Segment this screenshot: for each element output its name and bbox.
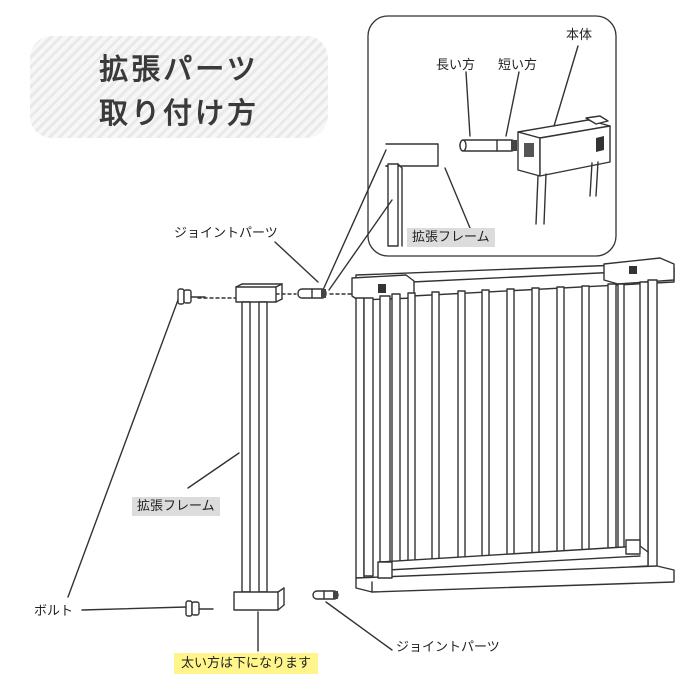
callout-line-right [328,199,393,291]
main-gate [351,257,675,593]
title-line-2: 取り付け方 [98,96,259,130]
label-bolt: ボルト [34,604,74,619]
bolt-top [177,288,206,305]
leader-joint-bottom [325,601,393,651]
leader-bolt-bottom [81,606,187,611]
label-joint-parts-top: ジョイントパーツ [174,226,278,241]
leader-extension-frame [187,452,240,489]
label-extension-frame: 拡張フレーム [132,497,220,516]
leader-bolt-top [67,299,179,598]
label-short-side: 短い方 [498,58,538,73]
bolt-bottom [185,600,214,617]
note-thick-side-down: 太い方は下になります [174,653,319,674]
label-inset-extension-frame: 拡張フレーム [407,228,495,247]
label-main-body: 本体 [566,28,593,43]
callout-line-left [322,149,387,291]
extension-frame-part [233,283,285,611]
detail-inset [367,15,617,257]
joint-part-inset [459,139,517,152]
title-badge: 拡張パーツ 取り付け方 [30,36,328,138]
label-long-side: 長い方 [436,58,476,73]
main-body-connector [517,115,611,225]
label-joint-parts-bottom: ジョイントパーツ [396,640,500,655]
joint-part-bottom [312,590,339,600]
leader-joint-top [274,241,319,283]
joint-part-top [297,288,327,299]
title-line-1: 拡張パーツ [99,52,259,86]
